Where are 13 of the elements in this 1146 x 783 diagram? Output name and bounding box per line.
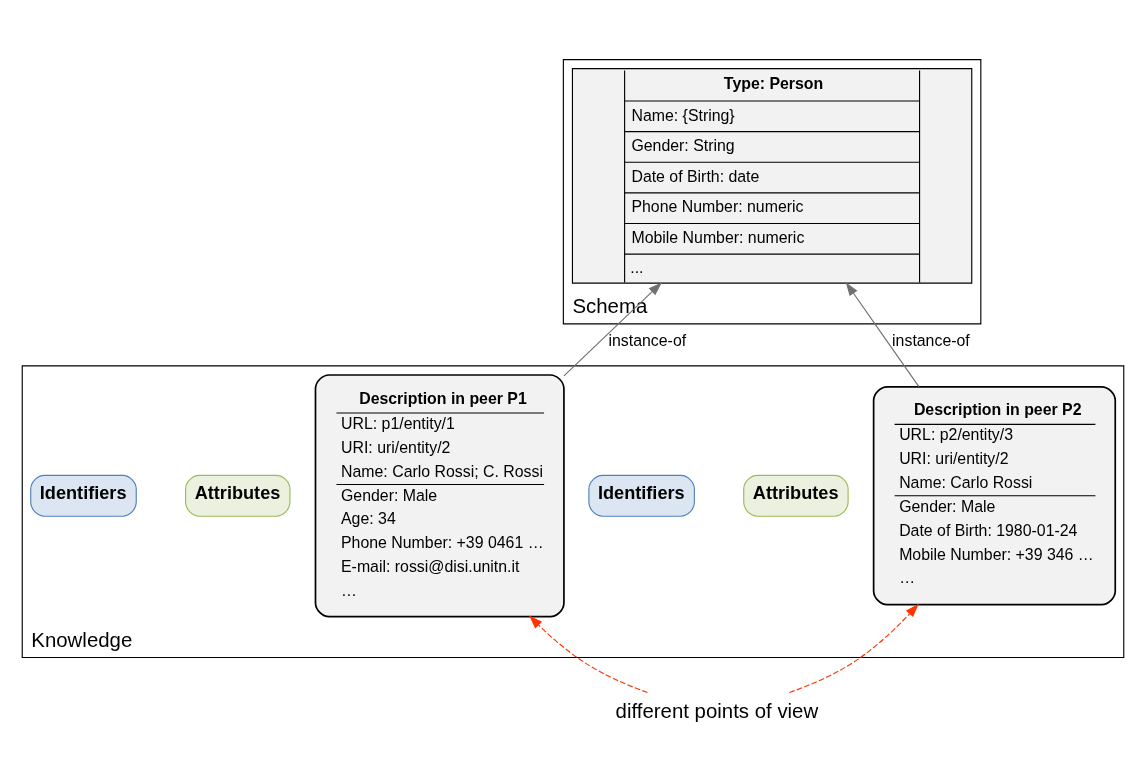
arrow bbox=[788, 603, 919, 693]
arrow bbox=[563, 281, 662, 376]
node-box: Description in peer P2 URL: p2/entity/3 URI: uri/entity/2 Name: Carlo Rossi Gender: Male Date of Birth: 1980-01-24 Mobile Number: +39 346 … … bbox=[872, 385, 1117, 606]
arrow bbox=[529, 615, 649, 693]
node-box: Attributes bbox=[743, 474, 849, 517]
edge-label: instance-of bbox=[608, 331, 687, 349]
node-box: Description in peer P1 URL: p1/entity/1 URI: uri/entity/2 Name: Carlo Rossi; C. Rossi Gender: Male Age: 34 Phone Number: +39 0461 … E-mail: rossi@disi.unitn.it … bbox=[314, 373, 565, 617]
node-text: different points of view bbox=[615, 699, 819, 722]
node-box: Identifiers bbox=[588, 474, 695, 517]
node-box: Identifiers bbox=[30, 474, 137, 517]
node-box: Attributes bbox=[185, 474, 291, 517]
edge-label: instance-of bbox=[892, 331, 970, 349]
arrow bbox=[845, 281, 920, 387]
